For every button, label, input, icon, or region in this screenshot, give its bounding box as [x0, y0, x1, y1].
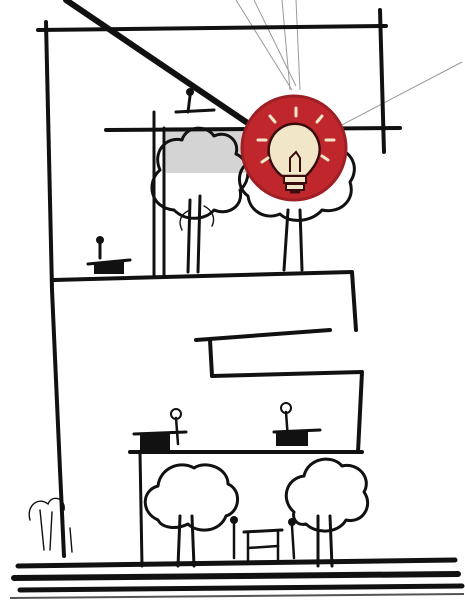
lightbulb-icon	[242, 96, 346, 200]
lower-left-tree	[145, 465, 237, 566]
person-desk-upper	[88, 236, 130, 274]
bench-with-people	[230, 516, 296, 560]
bush-left	[29, 498, 72, 552]
person-desk-lower-left	[134, 409, 186, 450]
lower-right-tree	[286, 459, 367, 566]
person-desk-lower-right	[274, 403, 320, 446]
building-outline	[38, 0, 400, 566]
ground	[10, 560, 464, 598]
